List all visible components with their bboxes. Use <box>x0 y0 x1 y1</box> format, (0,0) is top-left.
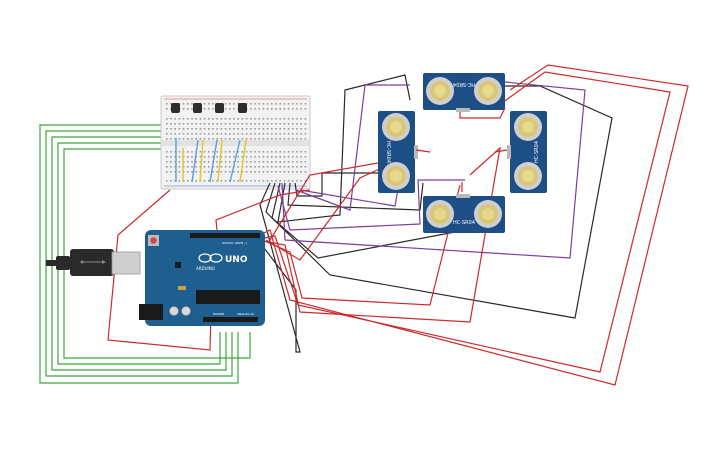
breadboard-component[interactable] <box>193 103 202 113</box>
transducer-icon <box>426 200 454 228</box>
arduino-model-label: UNO <box>225 255 248 265</box>
transducer-icon <box>426 77 454 105</box>
transducer-icon <box>514 113 542 141</box>
ultrasonic-sensor-bottom[interactable]: HC-SR04 <box>423 194 505 233</box>
sensor-label-right: HC-SR04 <box>534 141 540 163</box>
usb-icon <box>80 260 106 264</box>
sensor-label-top: HC-SR04 <box>453 81 475 87</box>
arduino-digital-label: DIGITAL (PWM~) <box>222 241 247 245</box>
green-wires[interactable] <box>39 124 251 384</box>
sensor-label-left: HC-SR04 <box>385 141 391 163</box>
transducer-icon <box>382 113 410 141</box>
breadboard-component[interactable] <box>171 103 180 113</box>
arduino-analog-label: ANALOG IN <box>237 312 254 316</box>
breadboard-jumpers[interactable] <box>175 138 247 183</box>
transducer-icon <box>514 162 542 190</box>
arduino-logo-icon <box>198 253 223 263</box>
sensor-label-bottom: HC-SR04 <box>453 220 475 226</box>
ultrasonic-sensor-top[interactable]: HC-SR04 <box>423 73 505 112</box>
arduino-brand-label: ARDUINO <box>196 266 215 271</box>
breadboard-component[interactable] <box>238 103 247 113</box>
ultrasonic-sensor-right[interactable]: HC-SR04 <box>507 111 547 193</box>
transducer-icon <box>382 162 410 190</box>
breadboard-component[interactable] <box>215 103 224 113</box>
transducer-icon <box>474 77 502 105</box>
ultrasonic-sensor-left[interactable]: HC-SR04 <box>378 111 418 193</box>
arduino-uno-board[interactable]: UNO ARDUINO DIGITAL (PWM~) POWER ANALOG … <box>46 230 265 326</box>
transducer-icon <box>474 200 502 228</box>
arduino-power-label: POWER <box>213 312 224 316</box>
sensor-connectors <box>415 107 508 192</box>
